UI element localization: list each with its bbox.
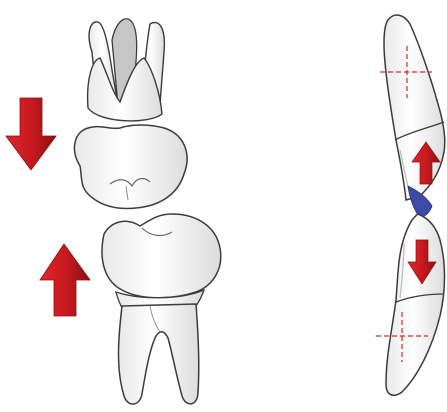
- arrow-down-icon: [6, 98, 56, 170]
- lower-molar-icon: [102, 214, 221, 404]
- upper-incisor-profile-icon: [380, 15, 445, 200]
- right-panel: [376, 15, 445, 395]
- left-panel: [6, 19, 221, 404]
- lower-incisor-profile-icon: [376, 214, 445, 395]
- arrow-up-icon: [40, 244, 90, 316]
- upper-molar-icon: [74, 19, 187, 209]
